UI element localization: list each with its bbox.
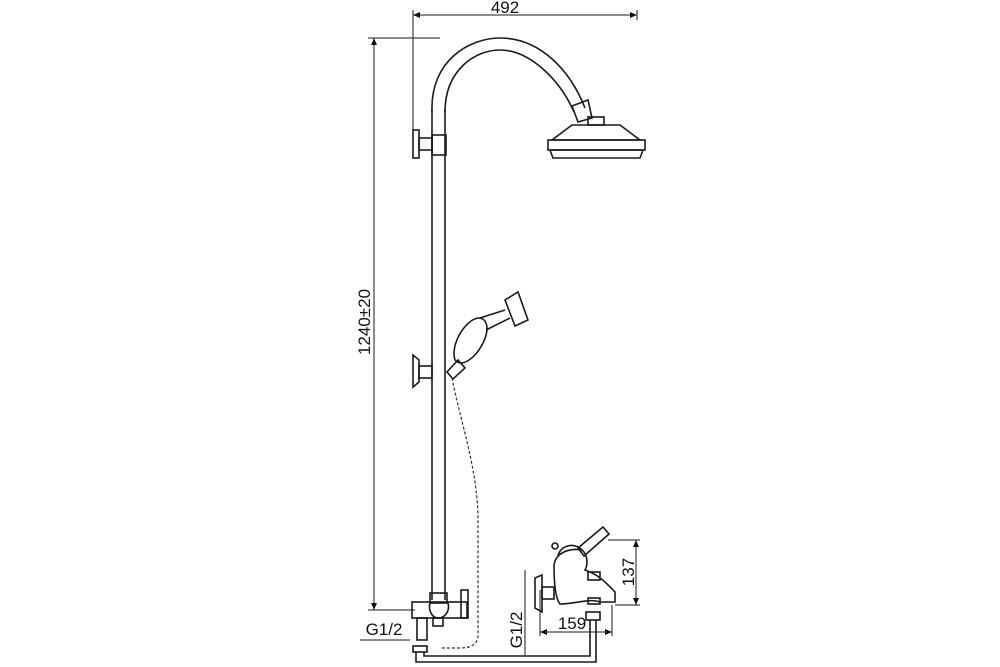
- bath-mixer: [534, 525, 616, 614]
- width-label: 492: [491, 0, 519, 17]
- connecting-pipe: [412, 611, 601, 663]
- right-thread-dimension: G1/2: [507, 570, 526, 655]
- mixer-height-dimension: 137: [608, 539, 640, 606]
- hand-shower-bracket: [412, 353, 433, 389]
- height-dimension: 1240±20: [355, 37, 440, 611]
- mixer-depth-label: 159: [558, 614, 586, 633]
- shower-riser: [431, 37, 593, 600]
- column-mixer: [411, 589, 469, 641]
- shower-hose: [440, 377, 479, 649]
- shower-head: [547, 116, 646, 159]
- top-wall-bracket: [412, 129, 447, 159]
- height-label: 1240±20: [355, 289, 374, 355]
- left-thread-label: G1/2: [366, 620, 403, 639]
- mixer-height-label: 137: [619, 558, 638, 586]
- width-dimension: 492: [412, 0, 638, 135]
- left-thread-dimension: G1/2: [360, 620, 410, 641]
- right-thread-label: G1/2: [507, 612, 526, 649]
- mixer-depth-dimension: 159: [539, 590, 613, 636]
- hand-shower: [445, 290, 529, 381]
